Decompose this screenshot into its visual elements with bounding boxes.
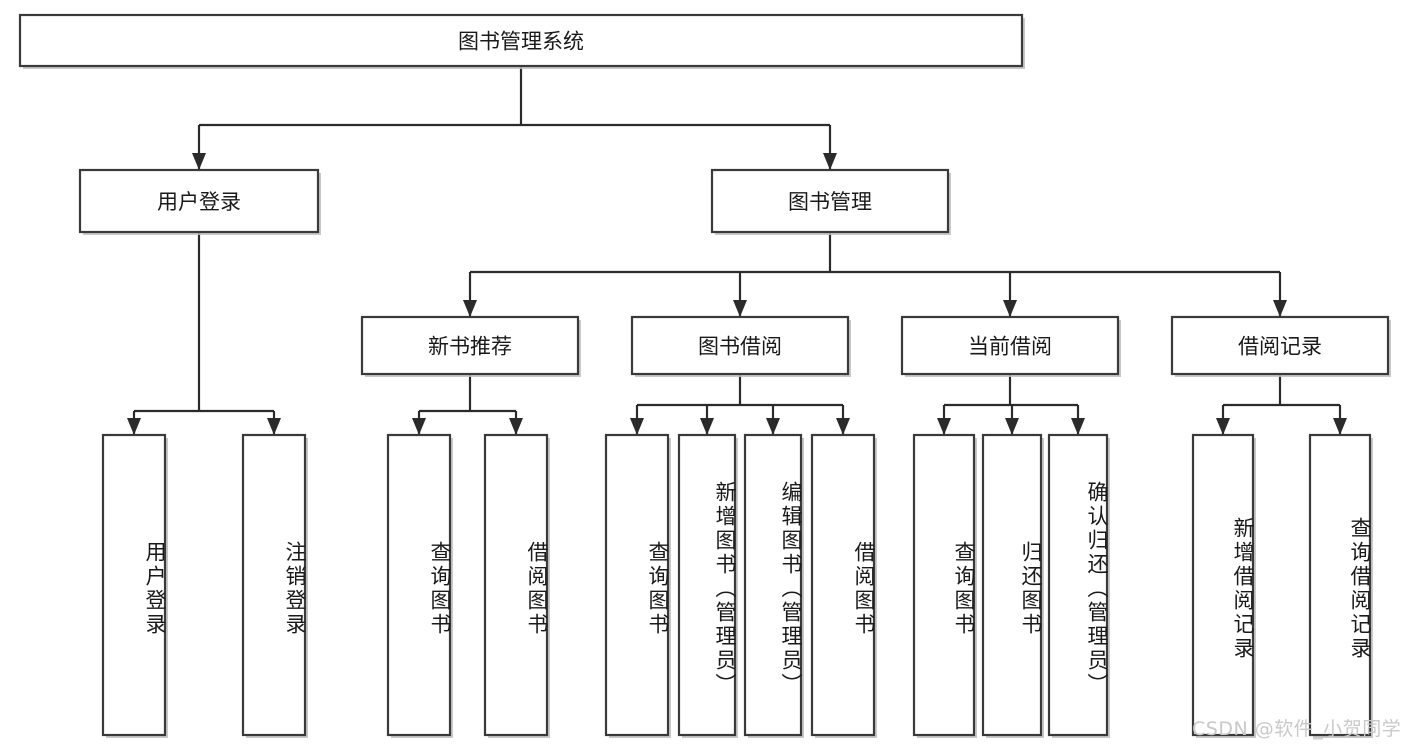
arrow-head-icon [630, 418, 644, 435]
arrow-head-icon [127, 418, 141, 435]
node-label-new-book-recommend: 新书推荐 [428, 335, 512, 359]
node-box-leaf-borrow-book-2[interactable] [810, 433, 876, 737]
arrow-head-icon [463, 300, 477, 317]
node-box-user-login[interactable] [78, 168, 320, 234]
node-box-leaf-return-book[interactable] [981, 433, 1043, 737]
node-label-book-borrow: 图书借阅 [698, 335, 782, 359]
node-box-leaf-edit-book[interactable] [743, 433, 803, 737]
arrow-head-icon [267, 418, 281, 435]
node-box-new-book-recommend[interactable] [360, 315, 580, 376]
node-label-root: 图书管理系统 [458, 30, 584, 54]
node-box-leaf-query-book-2[interactable] [604, 433, 670, 737]
node-label-current-borrow: 当前借阅 [968, 335, 1052, 359]
node-label-book-manage: 图书管理 [788, 190, 872, 214]
arrow-head-icon [937, 418, 951, 435]
arrow-head-icon [823, 153, 837, 170]
arrow-head-icon [509, 418, 523, 435]
arrow-head-icon [766, 418, 780, 435]
node-label-borrow-record: 借阅记录 [1238, 335, 1322, 359]
arrow-head-icon [1333, 418, 1347, 435]
node-box-leaf-confirm-return[interactable] [1047, 433, 1109, 737]
arrow-head-icon [412, 418, 426, 435]
arrow-head-icon [192, 153, 206, 170]
arrow-head-icon [700, 418, 714, 435]
node-box-borrow-record[interactable] [1170, 315, 1390, 376]
node-box-book-borrow[interactable] [630, 315, 850, 376]
node-box-leaf-add-record[interactable] [1191, 433, 1255, 737]
arrow-head-icon [1005, 418, 1019, 435]
node-box-leaf-borrow-book-1[interactable] [483, 433, 549, 737]
node-box-leaf-user-logout[interactable] [241, 433, 307, 737]
arrow-head-icon [733, 300, 747, 317]
node-box-root[interactable] [18, 13, 1024, 68]
arrow-head-icon [1273, 300, 1287, 317]
arrow-head-icon [1003, 300, 1017, 317]
node-box-leaf-query-book-3[interactable] [912, 433, 976, 737]
node-box-leaf-user-login[interactable] [101, 433, 167, 737]
node-box-leaf-add-book[interactable] [677, 433, 737, 737]
boxes-layer [18, 13, 1391, 738]
arrow-head-icon [1071, 418, 1085, 435]
connectors-layer [127, 66, 1347, 435]
node-box-leaf-query-record[interactable] [1308, 433, 1372, 737]
node-box-book-manage[interactable] [710, 168, 950, 234]
arrow-head-icon [836, 418, 850, 435]
csdn-watermark: CSDN @软件_小贺同学 [1192, 718, 1402, 740]
node-box-current-borrow[interactable] [900, 315, 1120, 376]
node-box-leaf-query-book-1[interactable] [386, 433, 452, 737]
node-label-user-login: 用户登录 [157, 190, 241, 214]
arrow-head-icon [1216, 418, 1230, 435]
